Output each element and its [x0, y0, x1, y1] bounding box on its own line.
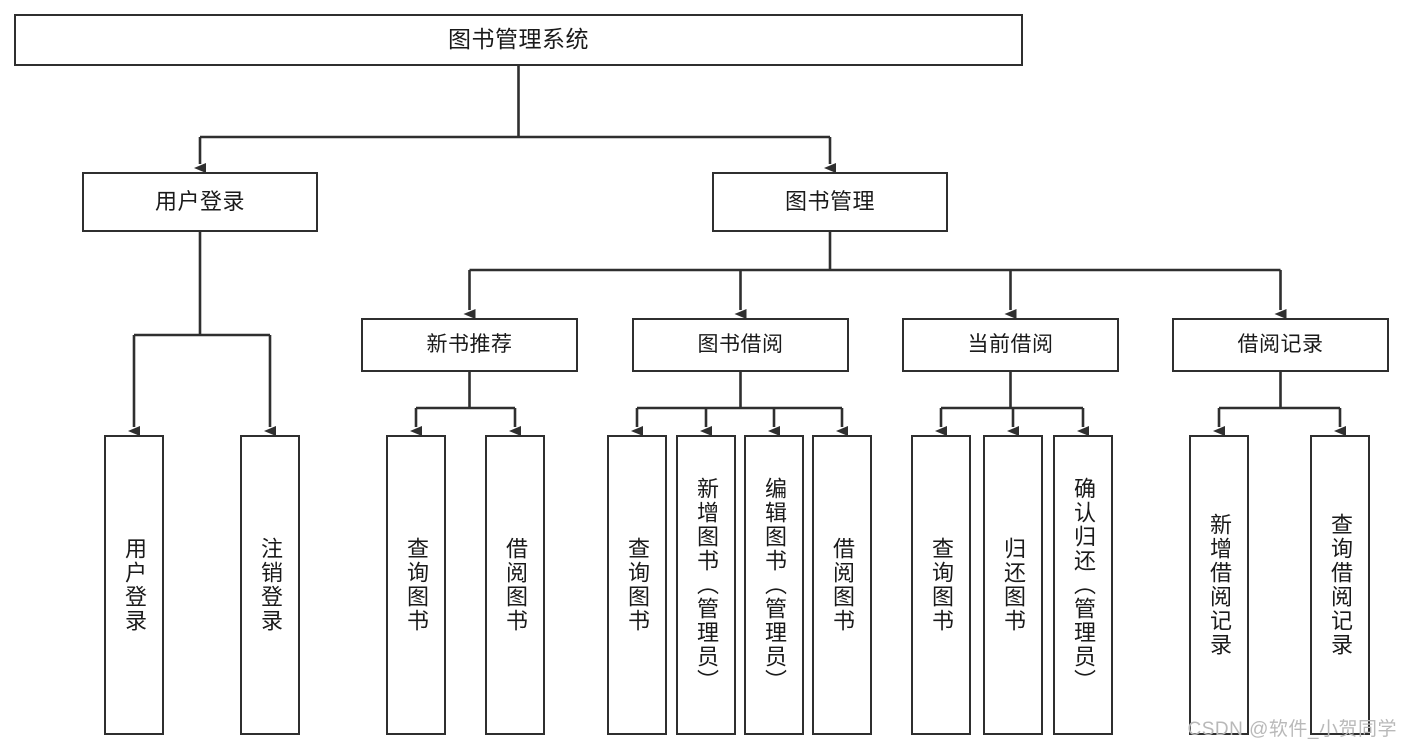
- node-book-manage[interactable]: 图书管理: [712, 172, 948, 232]
- node-label: 图书管理: [784, 189, 875, 215]
- node-label: 图书管理系统: [448, 26, 589, 53]
- node-label: 借阅记录: [1237, 332, 1324, 356]
- node-leaf-edit-book[interactable]: 编辑图书（管理员）: [744, 435, 804, 735]
- node-user-login[interactable]: 用户登录: [82, 172, 318, 232]
- node-label: 查询图书: [625, 537, 650, 633]
- node-label: 注销登录: [258, 537, 283, 633]
- node-label: 确认归还（管理员）: [1071, 477, 1096, 693]
- node-leaf-query-book-1[interactable]: 查询图书: [386, 435, 446, 735]
- node-borrow-record[interactable]: 借阅记录: [1172, 318, 1389, 372]
- node-label: 当前借阅: [967, 332, 1054, 356]
- node-root[interactable]: 图书管理系统: [14, 14, 1023, 66]
- node-leaf-add-record[interactable]: 新增借阅记录: [1189, 435, 1249, 735]
- node-leaf-confirm-return[interactable]: 确认归还（管理员）: [1053, 435, 1113, 735]
- node-label: 借阅图书: [830, 537, 855, 633]
- node-label: 用户登录: [154, 189, 245, 215]
- node-leaf-return-book[interactable]: 归还图书: [983, 435, 1043, 735]
- node-leaf-query-book-3[interactable]: 查询图书: [911, 435, 971, 735]
- node-label: 查询图书: [404, 537, 429, 633]
- node-label: 新增借阅记录: [1207, 513, 1232, 657]
- node-label: 借阅图书: [503, 537, 528, 633]
- node-leaf-logout[interactable]: 注销登录: [240, 435, 300, 735]
- node-label: 新书推荐: [426, 332, 513, 356]
- node-label: 新增图书（管理员）: [694, 477, 719, 693]
- node-book-borrow[interactable]: 图书借阅: [632, 318, 849, 372]
- node-new-book-rec[interactable]: 新书推荐: [361, 318, 578, 372]
- node-leaf-query-record[interactable]: 查询借阅记录: [1310, 435, 1370, 735]
- node-leaf-query-book-2[interactable]: 查询图书: [607, 435, 667, 735]
- node-label: 图书借阅: [697, 332, 784, 356]
- node-label: 用户登录: [122, 537, 147, 633]
- node-label: 查询图书: [929, 537, 954, 633]
- node-current-borrow[interactable]: 当前借阅: [902, 318, 1119, 372]
- node-leaf-borrow-book-2[interactable]: 借阅图书: [812, 435, 872, 735]
- node-label: 归还图书: [1001, 537, 1026, 633]
- node-label: 编辑图书（管理员）: [762, 477, 787, 693]
- node-leaf-user-login[interactable]: 用户登录: [104, 435, 164, 735]
- node-label: 查询借阅记录: [1328, 513, 1353, 657]
- node-leaf-borrow-book-1[interactable]: 借阅图书: [485, 435, 545, 735]
- node-leaf-add-book[interactable]: 新增图书（管理员）: [676, 435, 736, 735]
